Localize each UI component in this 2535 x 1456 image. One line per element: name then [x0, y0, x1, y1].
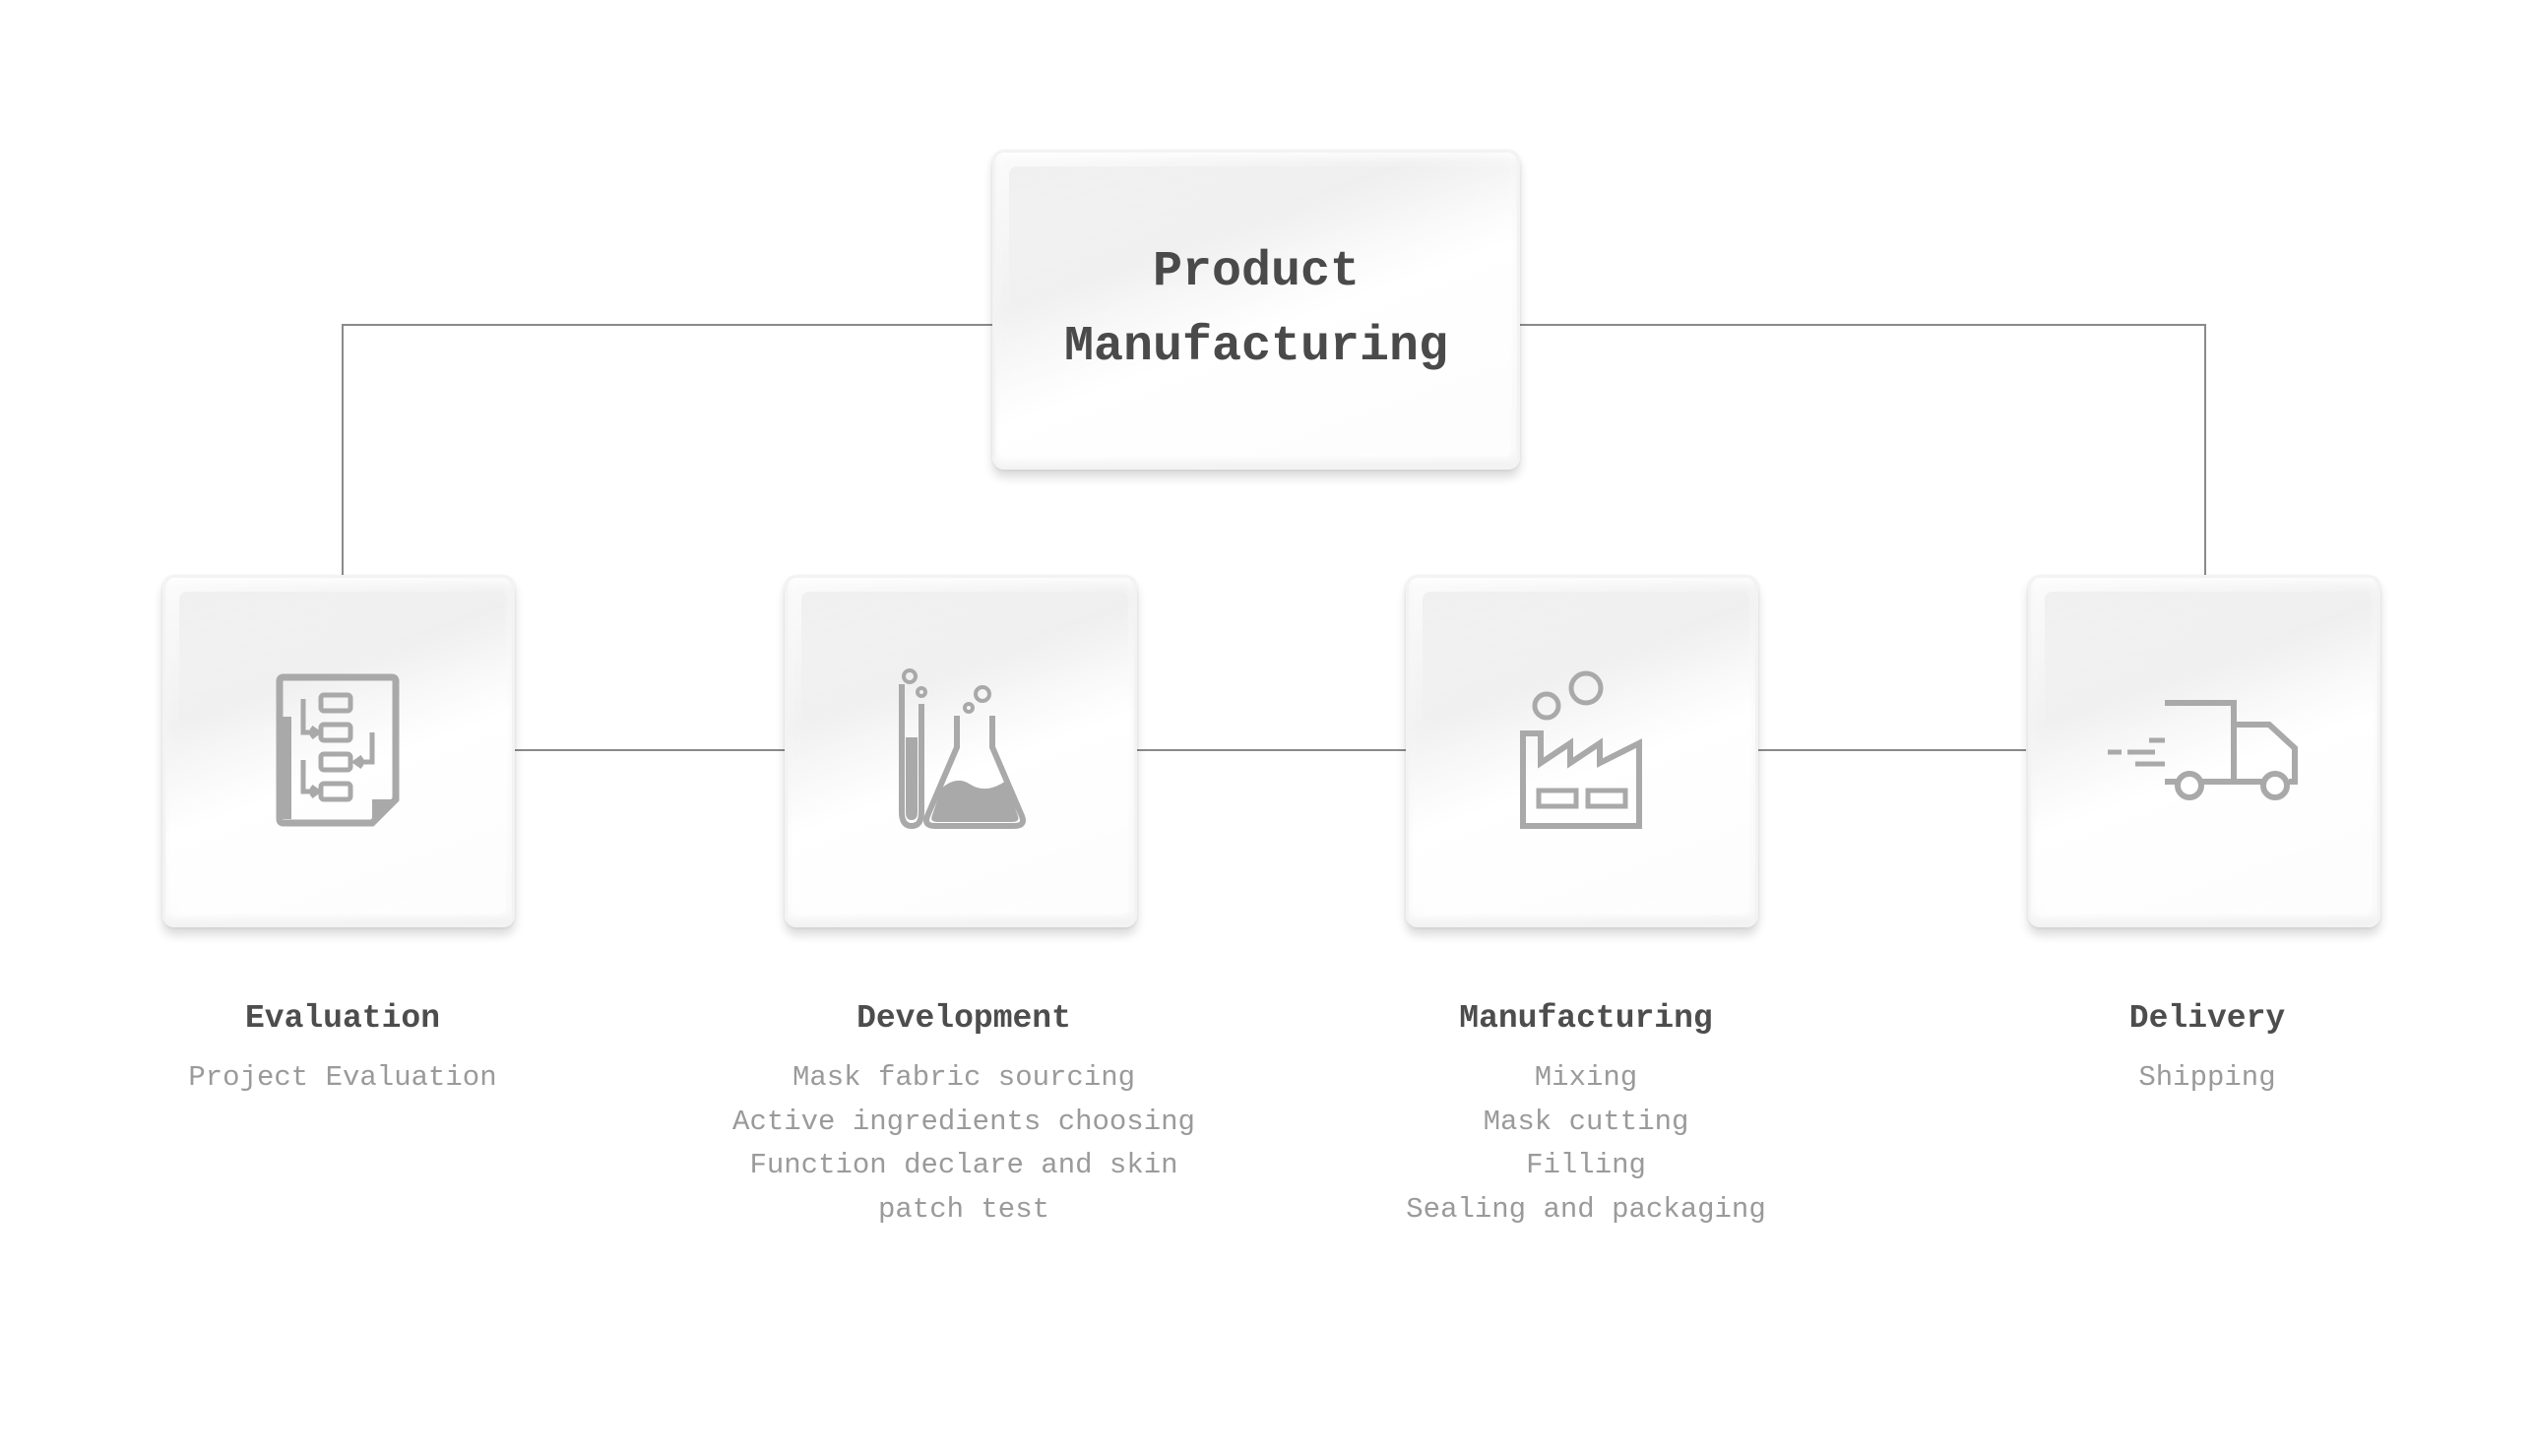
- step-title: Development: [856, 1000, 1071, 1037]
- delivery-truck-icon: [2108, 700, 2298, 800]
- root-title-line-1: Product: [1152, 243, 1361, 300]
- step-detail-line: Mask fabric sourcing: [792, 1061, 1136, 1094]
- factory-icon: [1520, 670, 1642, 829]
- step-card-delivery: [2028, 575, 2380, 927]
- step-title: Evaluation: [244, 1000, 441, 1037]
- step-detail-line: Mixing: [1534, 1061, 1638, 1094]
- step-detail-line: patch test: [877, 1192, 1050, 1226]
- step-detail-line: Filling: [1526, 1149, 1646, 1181]
- step-title: Delivery: [2128, 1000, 2286, 1037]
- step-card-evaluation: [162, 575, 515, 927]
- step-detail-line: Sealing and packaging: [1406, 1192, 1766, 1226]
- step-detail-line: Shipping: [2138, 1061, 2276, 1094]
- checklist-flow-icon: [276, 673, 400, 827]
- root-node-product-manufacturing: Product Manufacturing: [992, 150, 1520, 470]
- step-detail-line: Function declare and skin: [749, 1149, 1178, 1181]
- step-detail-line: Active ingredients choosing: [732, 1105, 1195, 1138]
- step-detail-line: Mask cutting: [1483, 1105, 1689, 1138]
- step-card-manufacturing: [1406, 575, 1758, 927]
- step-title: Manufacturing: [1459, 1000, 1713, 1037]
- step-card-development: [785, 575, 1137, 927]
- root-to-evaluation-connector: [342, 324, 994, 577]
- step-text-evaluation: Evaluation Project Evaluation: [67, 989, 618, 1101]
- lab-flask-icon: [899, 668, 1026, 830]
- root-to-delivery-connector: [1518, 324, 2206, 577]
- step-text-development: Development Mask fabric sourcing Active …: [688, 989, 1239, 1232]
- root-title: Product Manufacturing: [1030, 235, 1483, 385]
- step-text-manufacturing: Manufacturing Mixing Mask cutting Fillin…: [1310, 989, 1862, 1232]
- step-detail-line: Project Evaluation: [188, 1061, 497, 1094]
- root-title-line-2: Manufacturing: [1063, 318, 1449, 375]
- step-text-delivery: Delivery Shipping: [1932, 989, 2483, 1101]
